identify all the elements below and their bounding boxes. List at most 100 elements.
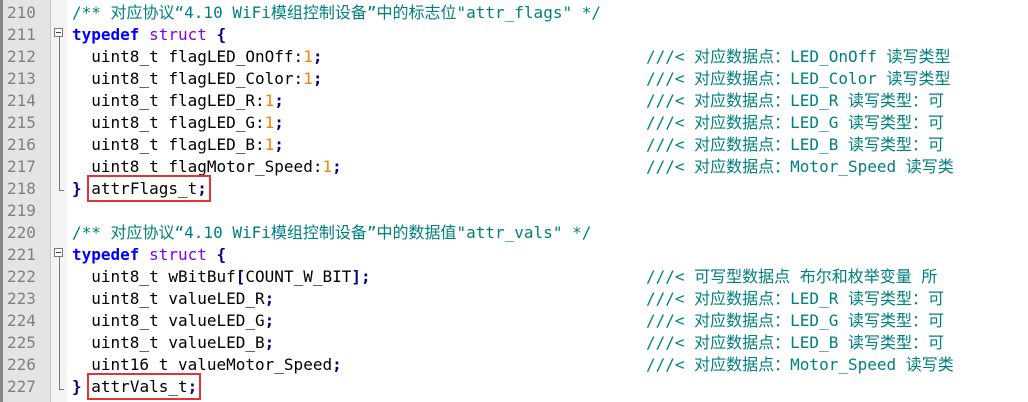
doc-comment: ///< 对应数据点：LED_G 读写类型：可 xyxy=(646,311,944,330)
code-text: uint8_t wBitBuf[COUNT_W_BIT]; xyxy=(72,266,371,288)
code-text: /** 对应协议“4.10 WiFi模组控制设备”中的数据值"attr_vals… xyxy=(72,222,591,244)
code-line[interactable]: 211 typedef struct { xyxy=(0,24,1028,46)
line-number: 218 xyxy=(7,179,36,198)
doc-comment: ///< 对应数据点：LED_OnOff 读写类型 xyxy=(646,47,951,66)
line-number: 210 xyxy=(7,3,36,22)
code-line[interactable]: 225 uint8_t valueLED_B; ///< 对应数据点：LED_B … xyxy=(0,332,1028,354)
line-number: 213 xyxy=(7,69,36,88)
code-line[interactable]: 219 xyxy=(0,200,1028,222)
line-number: 227 xyxy=(7,377,36,396)
code-text: uint8_t flagLED_Color:1; xyxy=(72,68,322,90)
field-declaration: uint8_t valueLED_B xyxy=(72,333,265,352)
fold-collapse-icon[interactable] xyxy=(54,28,63,37)
line-number: 214 xyxy=(7,91,36,110)
keyword-struct: struct xyxy=(149,245,207,264)
code-line[interactable]: 227} attrVals_t; xyxy=(0,373,1028,400)
bitfield-width: 1 xyxy=(264,135,275,154)
highlighted-type-name: attrVals_t; xyxy=(87,373,202,400)
semicolon: ; xyxy=(312,69,323,88)
doc-comment: ///< 对应数据点：LED_Color 读写类型 xyxy=(646,69,951,88)
code-text: } attrFlags_t; xyxy=(72,175,211,202)
code-line[interactable]: 221 typedef struct { xyxy=(0,244,1028,266)
field-declaration: uint8_t flagLED_Color: xyxy=(72,69,304,88)
code-line[interactable]: 218} attrFlags_t; xyxy=(0,175,1028,202)
field-declaration: uint8_t flagLED_G: xyxy=(72,113,265,132)
semicolon: ; xyxy=(274,91,284,110)
highlighted-type-name: attrFlags_t; xyxy=(87,175,211,202)
doc-comment: ///< 可写型数据点 布尔和枚举变量 所 xyxy=(646,267,938,286)
code-text: uint8_t flagLED_R:1; xyxy=(72,90,284,112)
doc-comment: ///< 对应数据点：LED_B 读写类型：可 xyxy=(646,333,944,352)
code-line[interactable]: 212 uint8_t flagLED_OnOff:1;///< 对应数据点：L… xyxy=(0,46,1028,68)
field-declaration: uint8_t valueLED_R xyxy=(72,289,265,308)
code-text: typedef struct { xyxy=(72,244,226,266)
field-declaration: uint8_t flagLED_R: xyxy=(72,91,265,110)
line-number: 219 xyxy=(7,201,36,220)
semicolon: ; xyxy=(312,47,323,66)
code-text: uint8_t valueLED_B; xyxy=(72,332,274,354)
semicolon: ; xyxy=(274,113,284,132)
semicolon: ; xyxy=(264,311,275,330)
keyword-typedef: typedef xyxy=(72,245,140,264)
field-declaration: uint8_t flagMotor_Speed: xyxy=(72,157,323,176)
doc-comment: ///< 对应数据点：Motor_Speed 读写类 xyxy=(646,355,954,374)
line-number: 217 xyxy=(7,157,36,176)
semicolon: ; xyxy=(264,333,275,352)
line-number: 223 xyxy=(7,289,36,308)
code-line[interactable]: 217 uint8_t flagMotor_Speed:1; ///< 对应数据点… xyxy=(0,156,1028,178)
code-line[interactable]: 216 uint8_t flagLED_B:1; ///< 对应数据点：LED_B… xyxy=(0,134,1028,156)
code-text: /** 对应协议“4.10 WiFi模组控制设备”中的标志位"attr_flag… xyxy=(72,2,601,24)
code-line[interactable]: 223 uint8_t valueLED_R; ///< 对应数据点：LED_R … xyxy=(0,288,1028,310)
code-text: uint16_t valueMotor_Speed; xyxy=(72,354,342,376)
open-brace: { xyxy=(206,25,227,44)
code-text: uint8_t flagLED_B:1; xyxy=(72,134,284,156)
line-number: 225 xyxy=(7,333,36,352)
code-line[interactable]: 222 uint8_t wBitBuf[COUNT_W_BIT]; ///< 可写… xyxy=(0,266,1028,288)
code-line[interactable]: 220/** 对应协议“4.10 WiFi模组控制设备”中的数据值"attr_v… xyxy=(0,222,1028,244)
code-line[interactable]: 214 uint8_t flagLED_R:1;///< 对应数据点：LED_R… xyxy=(0,90,1028,112)
line-number: 224 xyxy=(7,311,36,330)
line-number: 222 xyxy=(7,267,36,286)
semicolon: ; xyxy=(332,157,342,176)
keyword-struct: struct xyxy=(149,25,207,44)
close-brace: } xyxy=(72,377,82,396)
semicolon: ; xyxy=(332,355,342,374)
code-line[interactable]: 215 uint8_t flagLED_G:1;///< 对应数据点：LED_G… xyxy=(0,112,1028,134)
doc-comment: ///< 对应数据点：LED_B 读写类型：可 xyxy=(646,135,944,154)
code-line[interactable]: 210 /** 对应协议“4.10 WiFi模组控制设备”中的标志位"attr_f… xyxy=(0,2,1028,24)
code-text: uint8_t valueLED_R; xyxy=(72,288,274,310)
code-text: } attrVals_t; xyxy=(72,373,202,400)
field-declaration: uint8_t flagLED_OnOff: xyxy=(72,47,304,66)
bitfield-width: 1 xyxy=(264,113,275,132)
field-declaration: uint8_t valueLED_G xyxy=(72,311,265,330)
fold-end-icon xyxy=(59,389,64,390)
line-number-gutter xyxy=(0,0,51,402)
open-brace: { xyxy=(206,245,227,264)
code-text: uint8_t flagLED_OnOff:1; xyxy=(72,46,322,68)
fold-range-line xyxy=(59,257,60,390)
code-line[interactable]: 213 uint8_t flagLED_Color:1; ///< 对应数据点：L… xyxy=(0,68,1028,90)
fold-margin xyxy=(51,0,67,402)
field-declaration: uint8_t flagLED_B: xyxy=(72,135,265,154)
bitfield-width: 1 xyxy=(322,157,333,176)
doc-comment: ///< 对应数据点：Motor_Speed 读写类 xyxy=(646,157,954,176)
fold-collapse-icon[interactable] xyxy=(54,248,63,257)
doc-comment: ///< 对应数据点：LED_R 读写类型：可 xyxy=(646,289,944,308)
code-text: typedef struct { xyxy=(72,24,226,46)
bitfield-width: 1 xyxy=(303,47,313,66)
gutter-edge xyxy=(0,0,3,402)
line-number: 216 xyxy=(7,135,36,154)
line-number: 226 xyxy=(7,355,36,374)
field-declaration: uint16_t valueMotor_Speed xyxy=(72,355,333,374)
bitfield-width: 1 xyxy=(264,91,275,110)
block-comment: /** 对应协议“4.10 WiFi模组控制设备”中的数据值"attr_vals… xyxy=(72,223,592,242)
code-line[interactable]: 224 uint8_t valueLED_G; ///< 对应数据点：LED_G … xyxy=(0,310,1028,332)
code-line[interactable]: 226 uint16_t valueMotor_Speed; ///< 对应数据点… xyxy=(0,354,1028,376)
line-number: 221 xyxy=(7,245,36,264)
doc-comment: ///< 对应数据点：LED_G 读写类型：可 xyxy=(646,113,944,132)
line-number: 211 xyxy=(7,25,36,44)
bitfield-width: 1 xyxy=(303,69,313,88)
semicolon: ; xyxy=(361,267,371,286)
field-declaration: uint8_t wBitBuf[COUNT_W_BIT] xyxy=(72,267,362,286)
close-brace: } xyxy=(72,179,82,198)
